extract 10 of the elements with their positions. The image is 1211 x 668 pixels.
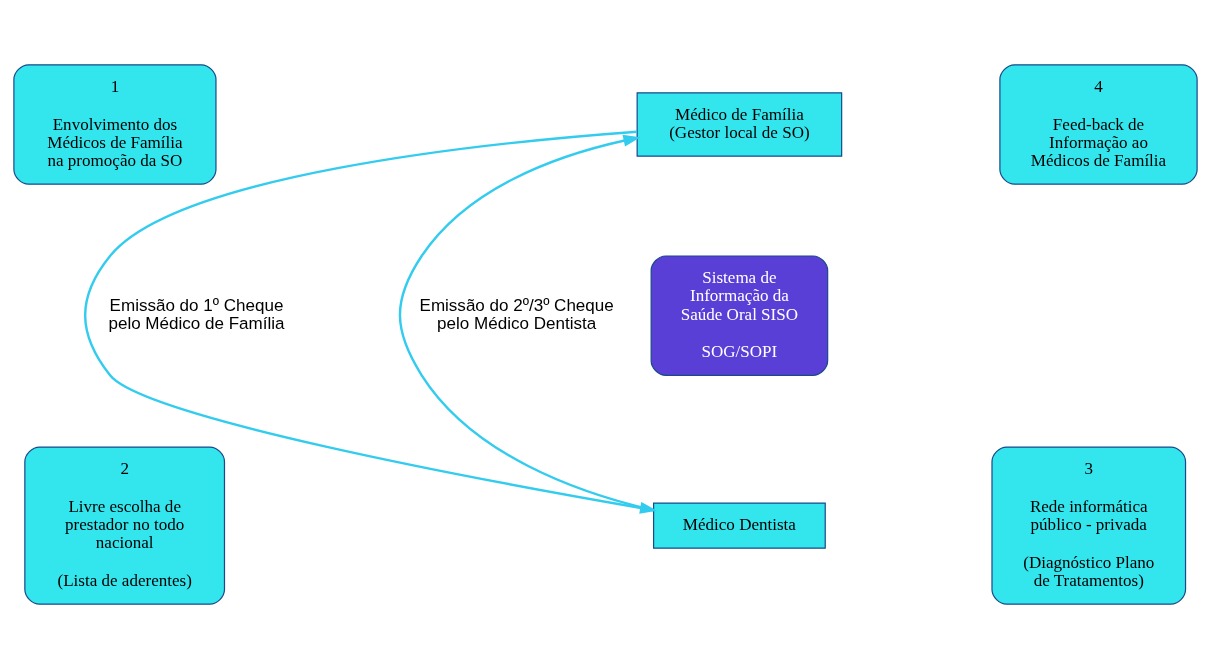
edge-label: Emissão do 1º Cheque pelo Médico de Família bbox=[108, 295, 285, 333]
node-box: 1 Envolvimento dos Médicos de Família na promoção da SO bbox=[13, 63, 217, 185]
node-box: Médico Dentista bbox=[652, 502, 826, 549]
edge-label: Emissão do 2º/3º Cheque pelo Médico Dentista bbox=[419, 295, 614, 333]
node-box: Médico de Família (Gestor local de SO) bbox=[636, 91, 843, 157]
node-box: Sistema de Informação da Saúde Oral SISO SOG/SOPI bbox=[650, 254, 829, 376]
node-box: 3 Rede informática público - privada (Diagnóstico Plano de Tratamentos) bbox=[991, 446, 1187, 605]
node-box: 4 Feed-back de Informação ao Médicos de Família bbox=[999, 63, 1198, 185]
arrow bbox=[398, 134, 654, 511]
node-box: 2 Livre escolha de prestador no todo nacional (Lista de aderentes) bbox=[24, 446, 226, 605]
